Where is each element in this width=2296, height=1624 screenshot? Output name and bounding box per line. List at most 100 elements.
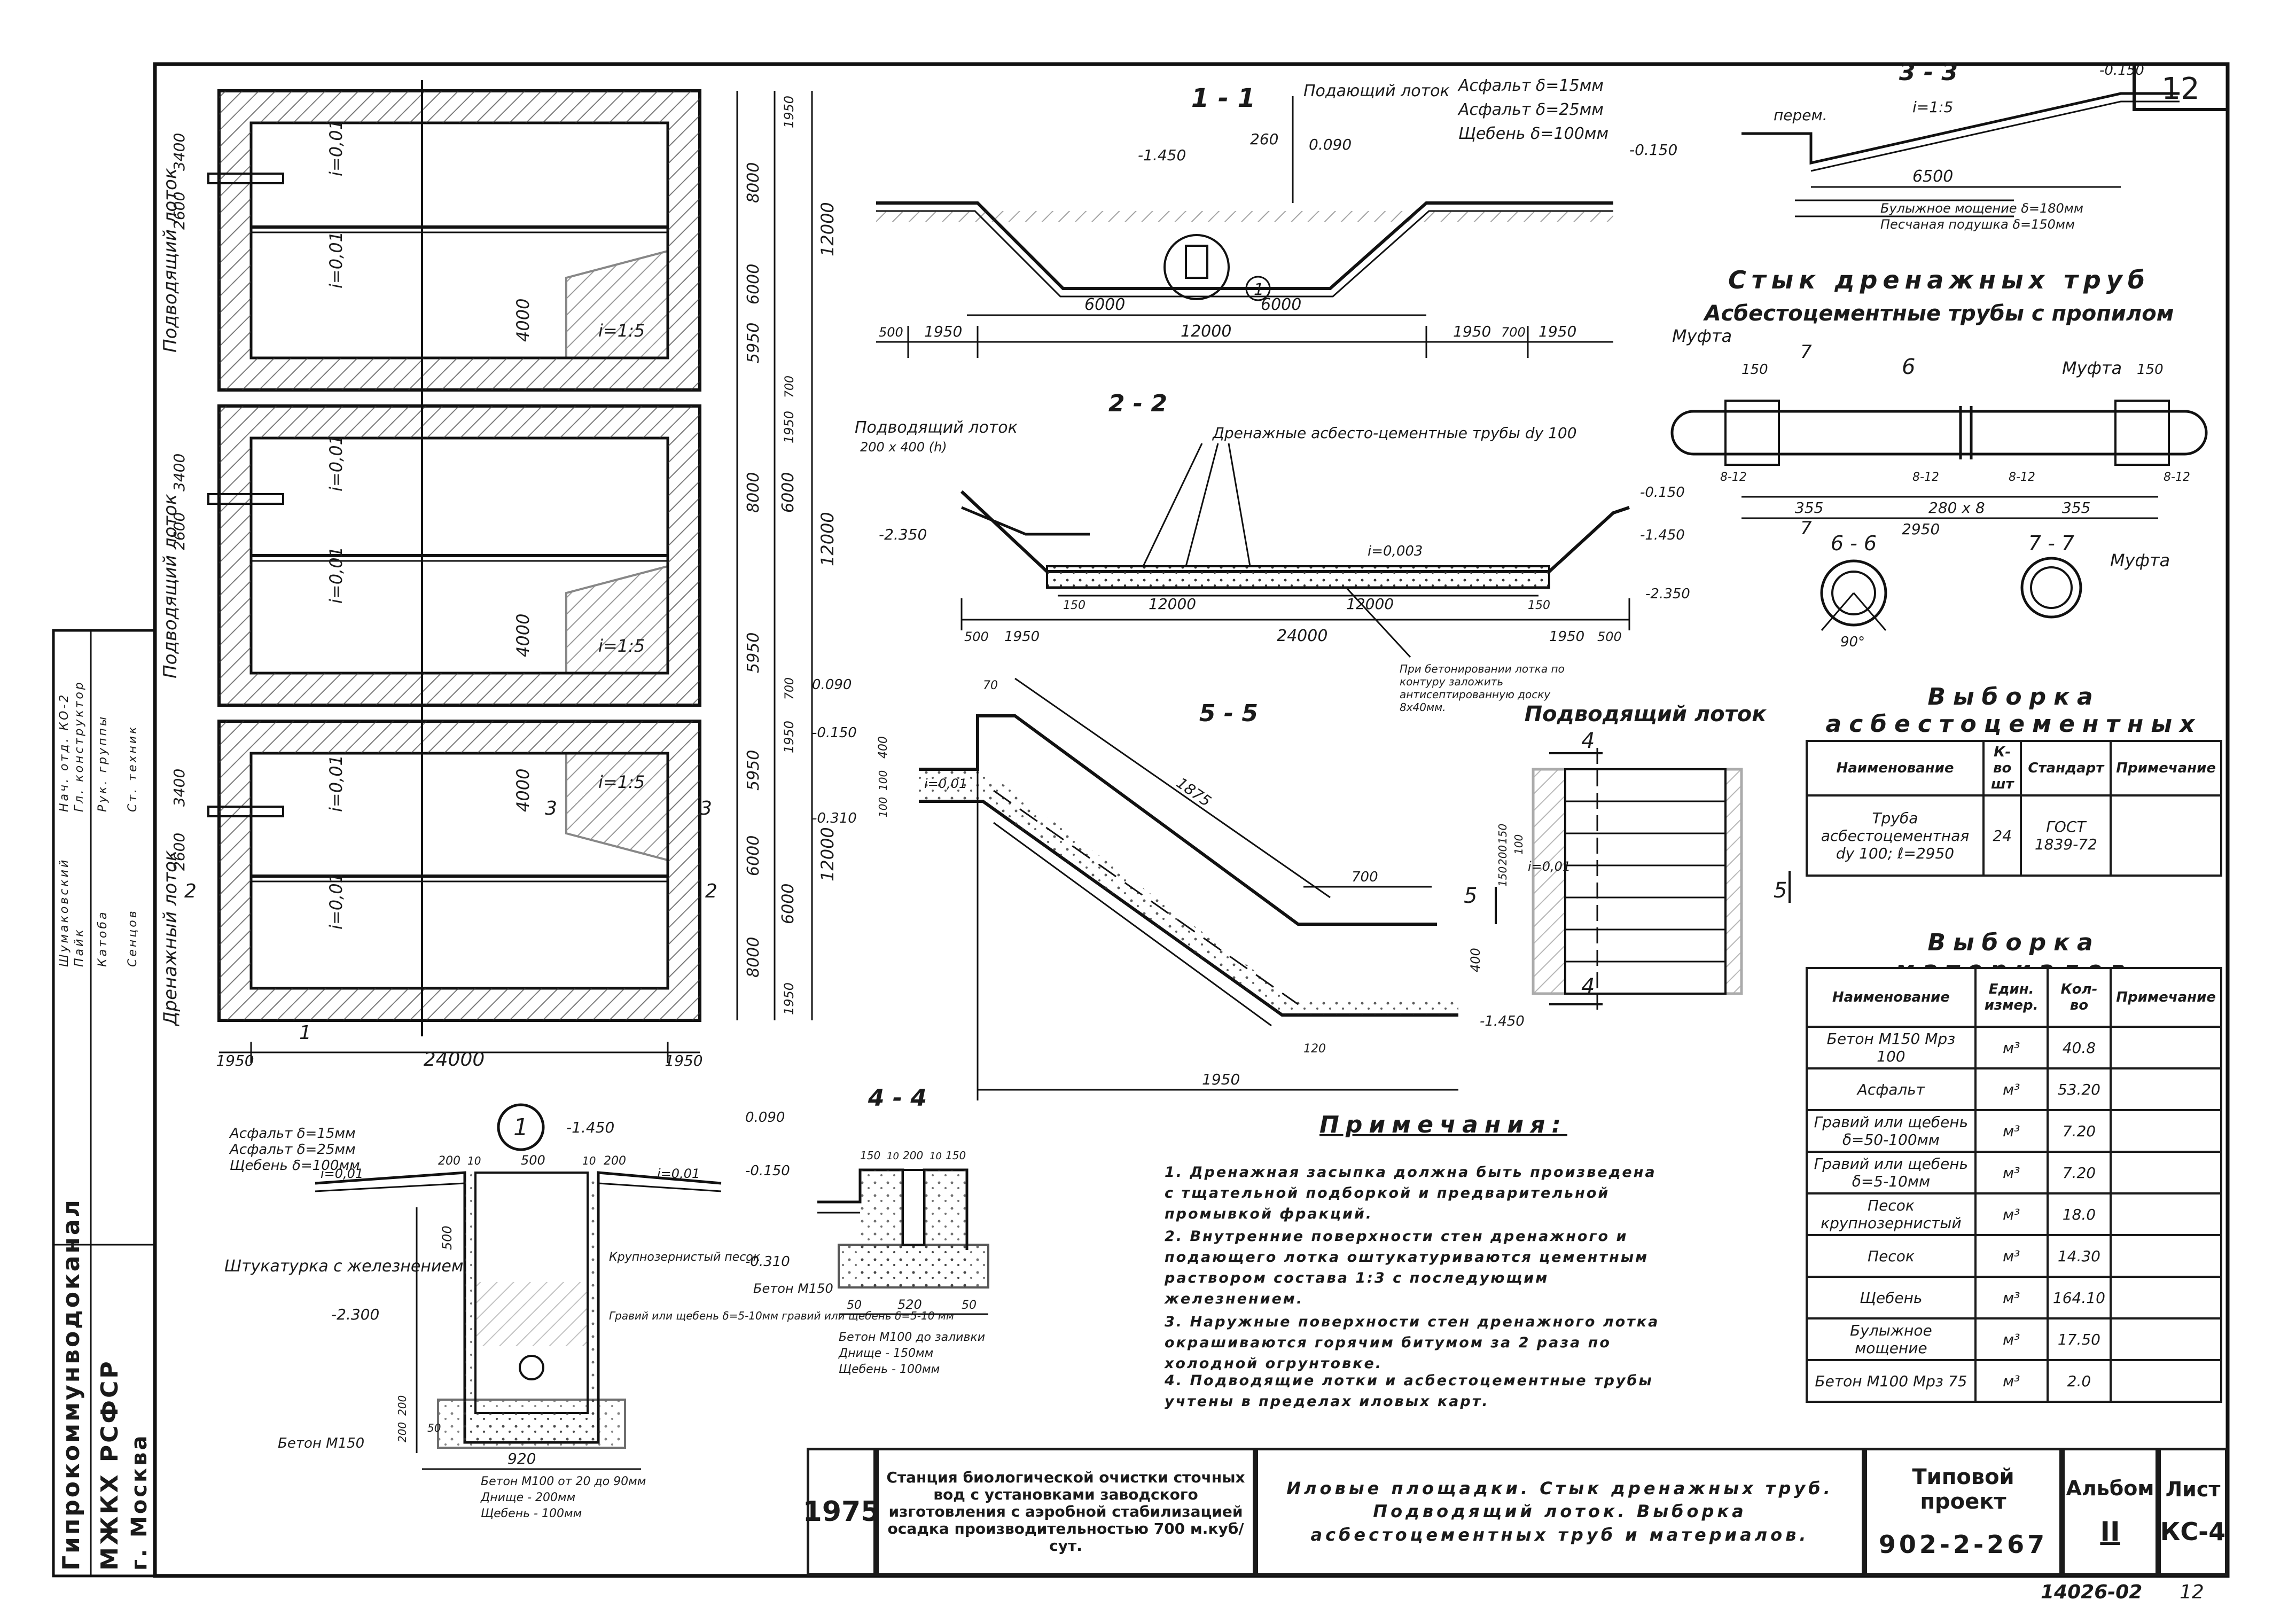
- feed-tray-plan-mark-4a: 4: [1581, 729, 1595, 753]
- stamp-frame: [52, 629, 157, 1578]
- section-5-5-dim-100b: 100: [877, 797, 889, 817]
- plan-dim-4000-1: 4000: [513, 299, 533, 342]
- staff-role-2: Гл. конструктор: [73, 680, 86, 812]
- section-2-2-el-m2350: -2.350: [879, 526, 927, 543]
- feed-tray-plan-mark-4b: 4: [1581, 974, 1595, 999]
- section-4-4-dim-150a: 150: [860, 1149, 880, 1162]
- plan-dim-left-3400-1: 3400: [170, 133, 188, 171]
- section-4-4-dim-50a: 50: [847, 1299, 862, 1312]
- table-materials-header: Наименование: [1806, 967, 1977, 1028]
- plan-dim-right-13: 6000: [744, 836, 763, 876]
- section-3-3-layer-1: Булыжное мощение δ=180мм: [1880, 201, 2083, 216]
- node-1-layer-1: Асфальт δ=15мм: [229, 1126, 356, 1142]
- org-line-1: Гипрокоммунводоканал: [58, 1198, 85, 1571]
- plan-dim-right-11: 1950: [782, 721, 796, 753]
- section-4-4-footing-1: Бетон М100 до заливки: [839, 1331, 985, 1344]
- joint-dim-355-a: 355: [1795, 499, 1823, 517]
- section-4-4-dim-10b: 10: [930, 1151, 942, 1162]
- plan-dim-right-14: 8000: [744, 937, 763, 978]
- table-pipes: Наименование К-во шт Стандарт Примечание…: [1806, 740, 2222, 877]
- node-1-label: 1: [513, 1114, 528, 1141]
- section-5-5-dim-400b: 400: [877, 736, 890, 759]
- section-4-4-concrete: Бетон М150: [753, 1281, 833, 1296]
- plan-dim-right-4: 5950: [744, 323, 763, 363]
- plan-slope-2: i=1:5: [598, 636, 645, 656]
- title-block-year: 1975: [803, 1448, 880, 1576]
- plan-slope-1: i=1:5: [598, 321, 645, 341]
- node-1-footing-2: Днище - 200мм: [480, 1491, 575, 1504]
- joint-coupling-left: Муфта: [1672, 326, 1732, 346]
- joint-coupling-7-7: Муфта: [2110, 550, 2170, 571]
- section-4-4-title: 4 - 4: [868, 1084, 927, 1112]
- feed-tray-plan-dim-150b: 150: [1496, 866, 1509, 887]
- section-3-3-title: 3 - 3: [1899, 59, 1958, 86]
- joint-dim-150-a: 150: [1741, 362, 1768, 378]
- plan-dim-left-2600-3: 2600: [170, 833, 188, 871]
- plan-dim-right-1: 1950: [782, 96, 796, 128]
- plan-cell-1: [217, 89, 701, 392]
- section-4-4-footing-3: Щебень - 100мм: [839, 1363, 940, 1376]
- plan-dim-right-16: 1950: [782, 982, 796, 1015]
- plan-label-feed-1: Подводящий лоток: [160, 168, 181, 353]
- plan-grade-1: i=0,01: [326, 119, 346, 176]
- joint-subtitle: Асбестоцементные трубы с пропилом: [1703, 301, 2174, 326]
- section-1-1-dim-12000: 12000: [1181, 322, 1231, 341]
- section-2-2-el-m0150: -0.150: [1640, 485, 1685, 501]
- table-materials-header: Кол-во: [2046, 967, 2112, 1028]
- section-1-1-drawing: [876, 96, 1613, 358]
- title-block-project: Станция биологической очистки сточных во…: [876, 1448, 1255, 1576]
- section-5-5-dim-100a: 100: [877, 770, 889, 791]
- node-1-concrete: Бетон М150: [278, 1435, 364, 1451]
- staff-role-3: Рук. группы: [96, 714, 110, 812]
- feed-tray-plan-title: Подводящий лоток: [1525, 702, 1767, 727]
- node-1-drawing: [315, 1103, 722, 1470]
- section-2-2-feed-tray: Подводящий лоток: [855, 418, 1018, 437]
- section-1-1-layer-3: Щебень δ=100мм: [1458, 124, 1608, 143]
- section-3-3-el: -0.150: [2099, 63, 2144, 79]
- node-1-gravel: Гравий или щебень δ=5-10мм гравий или ще…: [609, 1309, 954, 1322]
- feed-tray-plan-mark-5b: 5: [1774, 878, 1787, 903]
- section-1-1-layer-1: Асфальт δ=15мм: [1457, 76, 1604, 95]
- sheet-number-box: [2133, 63, 2229, 111]
- section-5-5-dim-1875: 1875: [1173, 774, 1214, 810]
- notes-item-3: 3. Наружные поверхности стен дренажного …: [1165, 1314, 1660, 1372]
- staff-name-1: Шумаковский: [58, 857, 71, 967]
- plan-dim-left-2600-1: 2600: [170, 192, 188, 230]
- section-5-5-dim-70: 70: [983, 679, 998, 692]
- title-block-album-label: Альбом: [2066, 1477, 2154, 1500]
- table-pipes-header: Примечание: [2110, 740, 2222, 797]
- feed-tray-plan-dim-200: 200: [1496, 845, 1509, 865]
- plan-dim-1950-left: 1950: [216, 1052, 254, 1069]
- node-1-footing-3: Щебень - 100мм: [481, 1507, 582, 1520]
- section-5-5-el-m1450: -1.450: [1480, 1013, 1525, 1029]
- plan-dim-right-3: 6000: [744, 264, 763, 304]
- section-1-1-dim-700: 700: [1501, 325, 1526, 340]
- section-5-5-dim-400: 400: [1468, 948, 1483, 972]
- node-1-sand: Крупнозернистый песок: [609, 1251, 761, 1264]
- section-5-5-drawing: [919, 677, 1458, 1100]
- plan-cell-2: [217, 404, 701, 707]
- node-1-dim-500-vert: 500: [440, 1225, 455, 1250]
- node-1-left-dim-50: 50: [427, 1422, 441, 1434]
- section-4-4-dim-150b: 150: [946, 1149, 966, 1162]
- plan-dim-right-6: 1950: [782, 411, 796, 443]
- section-3-3-drawing: [1741, 92, 2180, 217]
- feed-tray-plan-dim-100: 100: [1512, 834, 1525, 855]
- section-4-4-drawing: [817, 1168, 989, 1315]
- plan-dim-right-2: 8000: [744, 162, 763, 203]
- section-2-2-pipes: Дренажные асбесто-цементные трубы dу 100: [1212, 424, 1577, 442]
- section-2-2-feed-size: 200 x 400 (h): [860, 440, 947, 455]
- plan-dim-left-2600-2: 2600: [170, 512, 188, 550]
- joint-dim-150-b: 150: [2137, 362, 2164, 378]
- footer-page: 12: [2180, 1581, 2204, 1603]
- node-1-layer-3: Щебень δ=100мм: [230, 1158, 360, 1174]
- section-1-1-dim-1950-c: 1950: [1539, 323, 1576, 340]
- plan-cell-3: [217, 720, 701, 1022]
- section-1-1-el-m0150: -0.150: [1629, 141, 1677, 159]
- joint-dim-355-b: 355: [2062, 499, 2090, 517]
